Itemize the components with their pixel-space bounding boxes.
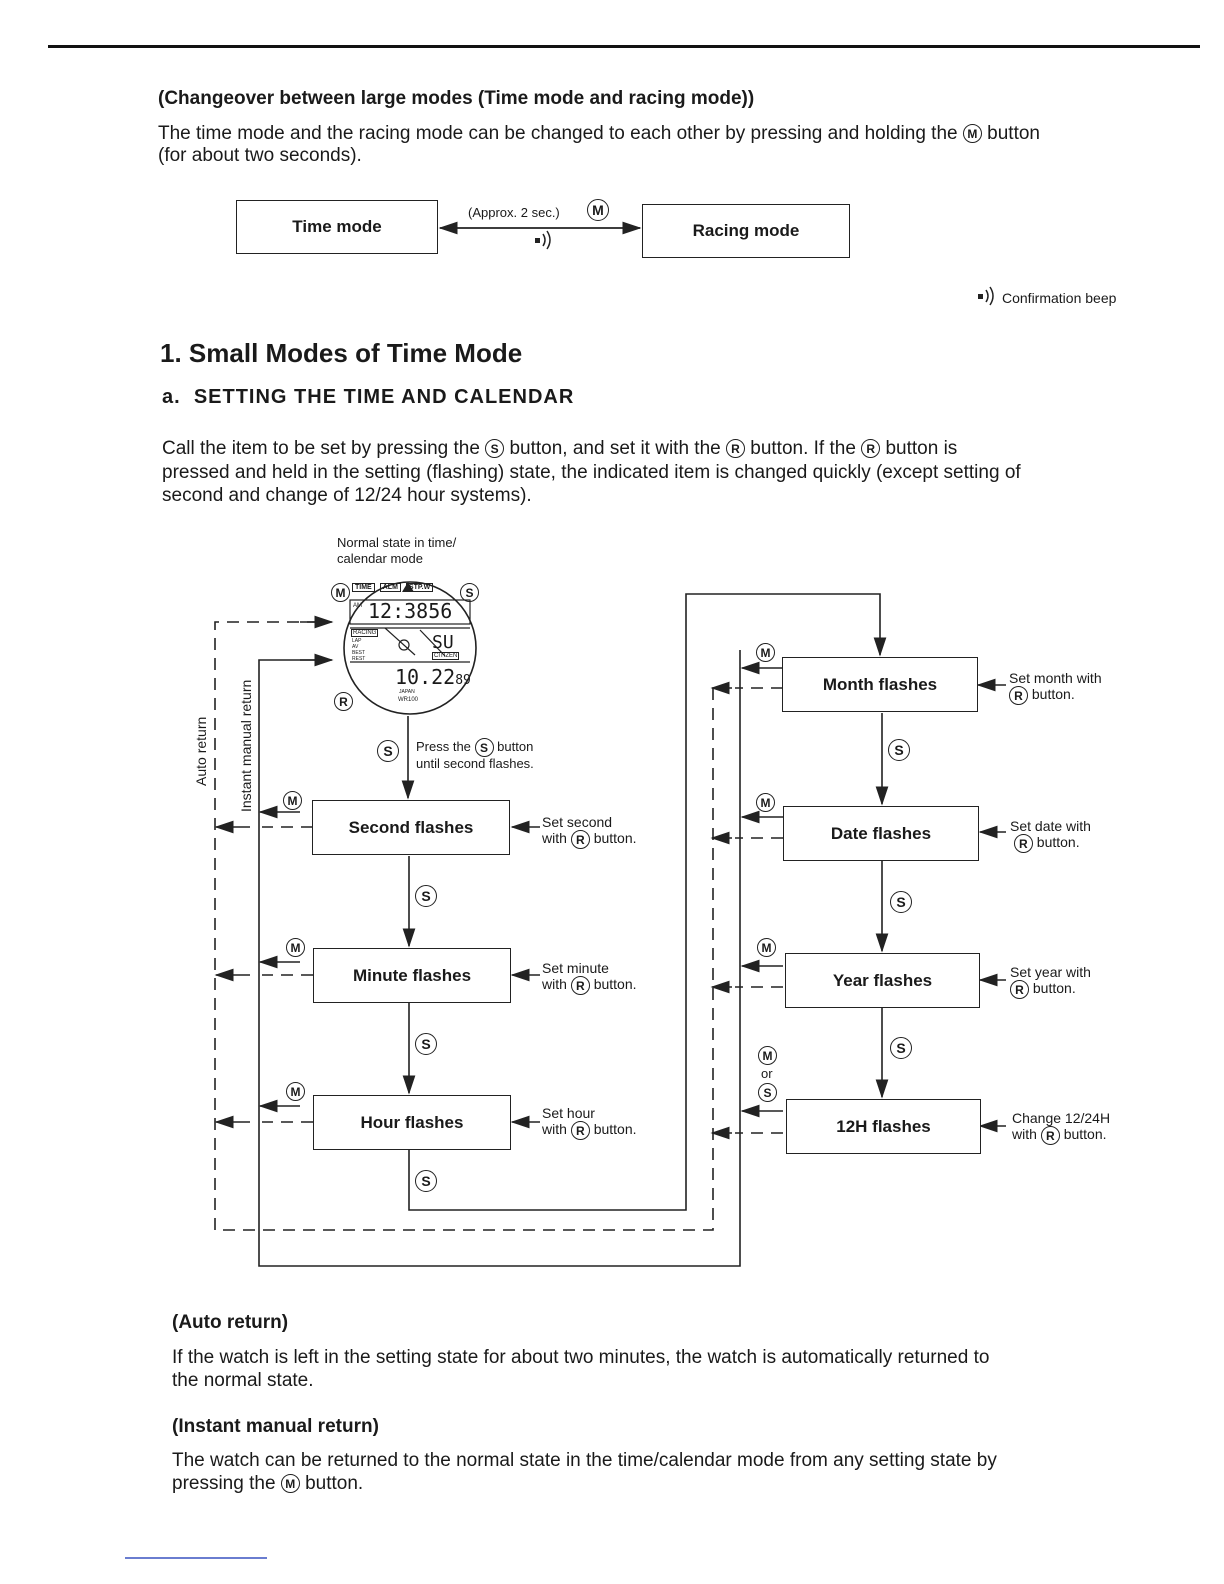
year-flashes-box: Year flashes bbox=[785, 953, 980, 1008]
r-button-icon: R bbox=[570, 830, 590, 849]
time-mode-box: Time mode bbox=[236, 200, 438, 254]
instant-return-text-2: pressing the M button. bbox=[172, 1473, 364, 1494]
r-button-icon: R bbox=[1010, 980, 1029, 999]
set-second-note: Set second with R button. bbox=[542, 814, 637, 849]
set-date-note: Set date with R button. bbox=[1010, 818, 1091, 853]
normal-state-label-2: calendar mode bbox=[337, 551, 423, 566]
m-button-icon: M bbox=[756, 643, 775, 662]
s-button-icon: S bbox=[890, 891, 912, 913]
m-button-icon: M bbox=[756, 793, 775, 812]
watch-wr: WR100 bbox=[398, 697, 419, 703]
m-button-icon: M bbox=[587, 199, 609, 221]
section-title: 1. Small Modes of Time Mode bbox=[160, 338, 523, 368]
setting-text-line-1: Call the item to be set by pressing the … bbox=[162, 438, 958, 459]
watch-mode-tabs: TIME ALM STP.W bbox=[352, 583, 434, 592]
or-label: or bbox=[761, 1066, 773, 1081]
auto-return-text-1: If the watch is left in the setting stat… bbox=[172, 1347, 990, 1368]
r-button-icon: R bbox=[334, 692, 353, 711]
bottom-rule bbox=[125, 1557, 267, 1559]
set-hour-note: Set hour with R button. bbox=[542, 1105, 637, 1140]
minute-flashes-box: Minute flashes bbox=[313, 948, 511, 1003]
normal-state-label: Normal state in time/ bbox=[337, 535, 457, 550]
auto-return-label: Auto return bbox=[193, 716, 209, 786]
s-button-icon: S bbox=[415, 1033, 437, 1055]
instant-return-heading: (Instant manual return) bbox=[172, 1416, 379, 1437]
auto-return-text-2: the normal state. bbox=[172, 1370, 314, 1391]
press-s-instruction-2: until second flashes. bbox=[416, 756, 534, 771]
date-flashes-box: Date flashes bbox=[783, 806, 979, 861]
hour-flashes-box: Hour flashes bbox=[313, 1095, 511, 1150]
r-button-icon: R bbox=[570, 1121, 590, 1140]
r-button-icon: R bbox=[1013, 834, 1033, 853]
subsection-title: a. SETTING THE TIME AND CALENDAR bbox=[162, 386, 575, 408]
r-button-icon: R bbox=[570, 976, 590, 995]
s-button-icon: S bbox=[888, 739, 910, 761]
watch-side-labels: LAP AV BEST REST bbox=[352, 638, 366, 662]
setting-text-line-2: pressed and held in the setting (flashin… bbox=[162, 462, 1021, 483]
r-button-icon: R bbox=[861, 439, 881, 459]
instant-return-label: Instant manual return bbox=[238, 679, 254, 812]
s-button-icon: S bbox=[758, 1083, 777, 1102]
r-button-icon: R bbox=[725, 439, 745, 459]
approx-label: (Approx. 2 sec.) bbox=[468, 205, 560, 220]
changeover-text-2: (for about two seconds). bbox=[158, 145, 362, 166]
watch-time: 12:3856 bbox=[368, 599, 453, 623]
watch-tab-alm: ALM bbox=[379, 583, 401, 592]
racing-mode-box: Racing mode bbox=[642, 204, 850, 258]
s-button-icon: S bbox=[890, 1037, 912, 1059]
watch-japan: JAPAN bbox=[399, 689, 415, 695]
m-button-icon: M bbox=[286, 938, 305, 957]
top-rule bbox=[48, 45, 1200, 48]
set-month-note: Set month with R button. bbox=[1009, 670, 1102, 705]
month-flashes-box: Month flashes bbox=[782, 657, 978, 712]
watch-day: SU bbox=[432, 632, 454, 653]
m-button-icon: M bbox=[283, 791, 302, 810]
set-year-note: Set year with R button. bbox=[1010, 964, 1091, 999]
s-button-icon: S bbox=[474, 738, 494, 757]
watch-tab-stpw: STP.W bbox=[405, 583, 434, 592]
confirmation-beep-label: Confirmation beep bbox=[1002, 290, 1117, 306]
changeover-heading: (Changeover between large modes (Time mo… bbox=[158, 88, 755, 109]
watch-am: AM bbox=[353, 603, 362, 609]
12h-flashes-box: 12H flashes bbox=[786, 1099, 981, 1154]
setting-text-line-3: second and change of 12/24 hour systems)… bbox=[162, 485, 532, 506]
r-button-icon: R bbox=[1009, 686, 1028, 705]
change-12-24h-note: Change 12/24H with R button. bbox=[1012, 1110, 1110, 1145]
s-button-icon: S bbox=[415, 1170, 437, 1192]
second-flashes-box: Second flashes bbox=[312, 800, 510, 855]
watch-brand: CITIZEN bbox=[432, 652, 460, 660]
s-button-icon: S bbox=[485, 439, 505, 459]
m-button-icon: M bbox=[758, 1046, 777, 1065]
s-button-icon: S bbox=[377, 740, 399, 762]
m-button-icon: M bbox=[331, 583, 350, 602]
r-button-icon: R bbox=[1040, 1126, 1060, 1145]
m-button-icon: M bbox=[962, 124, 982, 144]
s-button-icon: S bbox=[460, 583, 479, 602]
watch-tab-time: TIME bbox=[352, 583, 375, 592]
press-s-instruction: Press the S button bbox=[416, 738, 533, 757]
m-button-icon: M bbox=[757, 938, 776, 957]
s-button-icon: S bbox=[415, 885, 437, 907]
changeover-text: The time mode and the racing mode can be… bbox=[158, 123, 1040, 144]
instant-return-text-1: The watch can be returned to the normal … bbox=[172, 1450, 997, 1471]
watch-date: 10.2289 bbox=[395, 665, 471, 689]
m-button-icon: M bbox=[286, 1082, 305, 1101]
watch-racing: RACING bbox=[351, 629, 379, 637]
set-minute-note: Set minute with R button. bbox=[542, 960, 637, 995]
m-button-icon: M bbox=[280, 1474, 300, 1494]
auto-return-heading: (Auto return) bbox=[172, 1312, 289, 1333]
